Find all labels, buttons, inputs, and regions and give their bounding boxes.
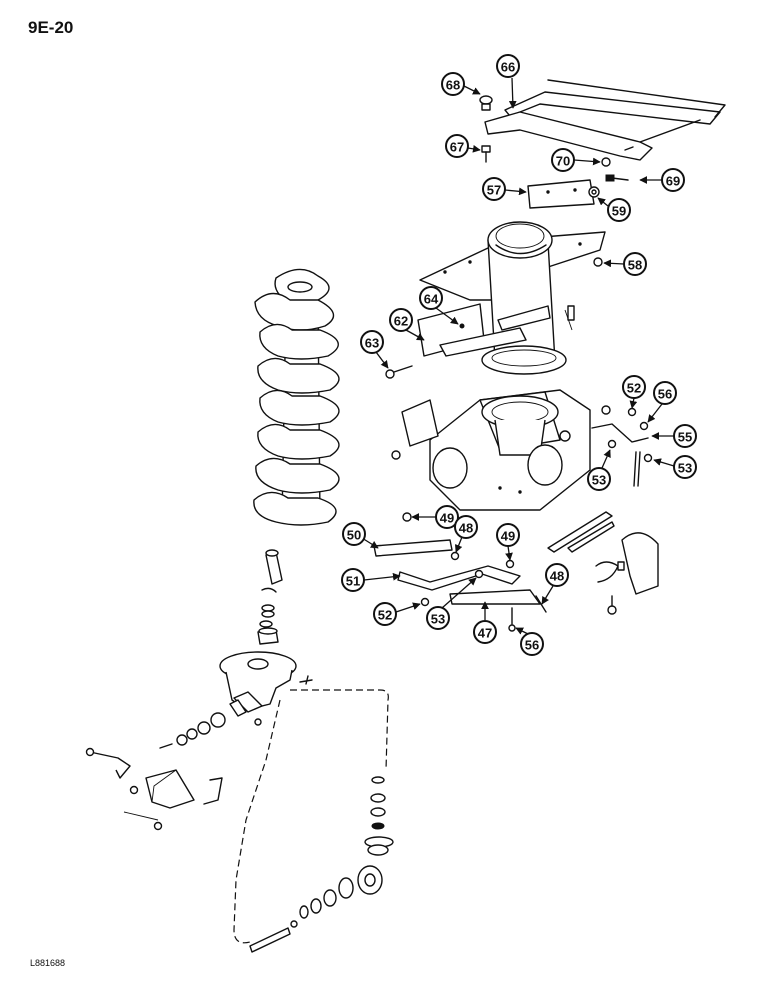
callout-50: 50 bbox=[342, 522, 379, 549]
mount-plate bbox=[527, 179, 600, 209]
callout-59: 59 bbox=[597, 197, 631, 222]
callout-68: 68 bbox=[441, 72, 481, 96]
callout-56-lower: 56 bbox=[515, 627, 544, 656]
callout-66: 66 bbox=[496, 54, 520, 109]
svg-text:49: 49 bbox=[440, 511, 454, 526]
page-label: 9E-20 bbox=[28, 18, 74, 37]
svg-text:55: 55 bbox=[678, 430, 692, 445]
svg-text:64: 64 bbox=[424, 292, 439, 307]
svg-text:53: 53 bbox=[678, 461, 692, 476]
svg-text:58: 58 bbox=[628, 258, 642, 273]
upper-frame-rail bbox=[484, 79, 726, 161]
svg-text:48: 48 bbox=[550, 569, 564, 584]
svg-text:48: 48 bbox=[459, 521, 473, 536]
tube-brackets bbox=[385, 303, 551, 379]
auger-shaft-parts bbox=[257, 549, 283, 645]
svg-text:57: 57 bbox=[487, 183, 501, 198]
callout-47: 47 bbox=[473, 601, 497, 644]
drive-dashed-guide-2 bbox=[233, 699, 281, 944]
housing-strap bbox=[591, 407, 653, 487]
svg-text:63: 63 bbox=[365, 336, 379, 351]
callout-52-lower: 52 bbox=[373, 602, 421, 626]
svg-text:69: 69 bbox=[666, 174, 680, 189]
svg-text:66: 66 bbox=[501, 60, 515, 75]
callout-53-right: 53 bbox=[653, 455, 697, 479]
callout-62: 62 bbox=[389, 308, 425, 341]
callout-69: 69 bbox=[639, 168, 685, 192]
svg-text:53: 53 bbox=[431, 612, 445, 627]
svg-text:52: 52 bbox=[627, 381, 641, 396]
callout-51: 51 bbox=[341, 568, 401, 592]
svg-text:49: 49 bbox=[501, 529, 515, 544]
callout-52-upper: 52 bbox=[622, 375, 646, 409]
linkage-rods bbox=[373, 512, 547, 632]
callout-55: 55 bbox=[651, 424, 697, 448]
svg-text:67: 67 bbox=[450, 140, 464, 155]
lower-drive-stack bbox=[249, 776, 394, 953]
callout-64: 64 bbox=[419, 286, 459, 325]
deflector-parts bbox=[547, 511, 659, 615]
svg-text:70: 70 bbox=[556, 154, 570, 169]
callout-70: 70 bbox=[551, 148, 601, 172]
callout-56-upper: 56 bbox=[647, 381, 677, 423]
svg-text:52: 52 bbox=[378, 608, 392, 623]
callout-57: 57 bbox=[482, 177, 527, 201]
svg-text:56: 56 bbox=[658, 387, 672, 402]
callout-49-lower: 49 bbox=[496, 523, 520, 561]
callout-53-lower: 53 bbox=[426, 577, 477, 630]
callout-53-mid: 53 bbox=[587, 449, 611, 491]
callout-48-lower: 48 bbox=[541, 563, 569, 605]
drawing-code: L881688 bbox=[30, 958, 66, 968]
svg-text:51: 51 bbox=[346, 574, 360, 589]
callout-49-upper: 49 bbox=[411, 505, 459, 529]
callout-67: 67 bbox=[445, 134, 481, 158]
svg-text:68: 68 bbox=[446, 78, 460, 93]
callout-48-upper: 48 bbox=[454, 515, 478, 553]
drive-dashed-guide bbox=[290, 689, 389, 771]
svg-text:53: 53 bbox=[592, 473, 606, 488]
upper-hardware bbox=[479, 95, 629, 182]
lower-shield bbox=[85, 747, 223, 831]
svg-text:62: 62 bbox=[394, 314, 408, 329]
auger-flighting bbox=[253, 268, 340, 526]
svg-text:50: 50 bbox=[347, 528, 361, 543]
svg-text:56: 56 bbox=[525, 638, 539, 653]
callout-58: 58 bbox=[603, 252, 647, 276]
svg-text:59: 59 bbox=[612, 204, 626, 219]
gearbox bbox=[159, 651, 313, 749]
callout-63: 63 bbox=[360, 330, 389, 369]
lower-housing bbox=[391, 389, 611, 511]
svg-text:47: 47 bbox=[478, 626, 492, 641]
